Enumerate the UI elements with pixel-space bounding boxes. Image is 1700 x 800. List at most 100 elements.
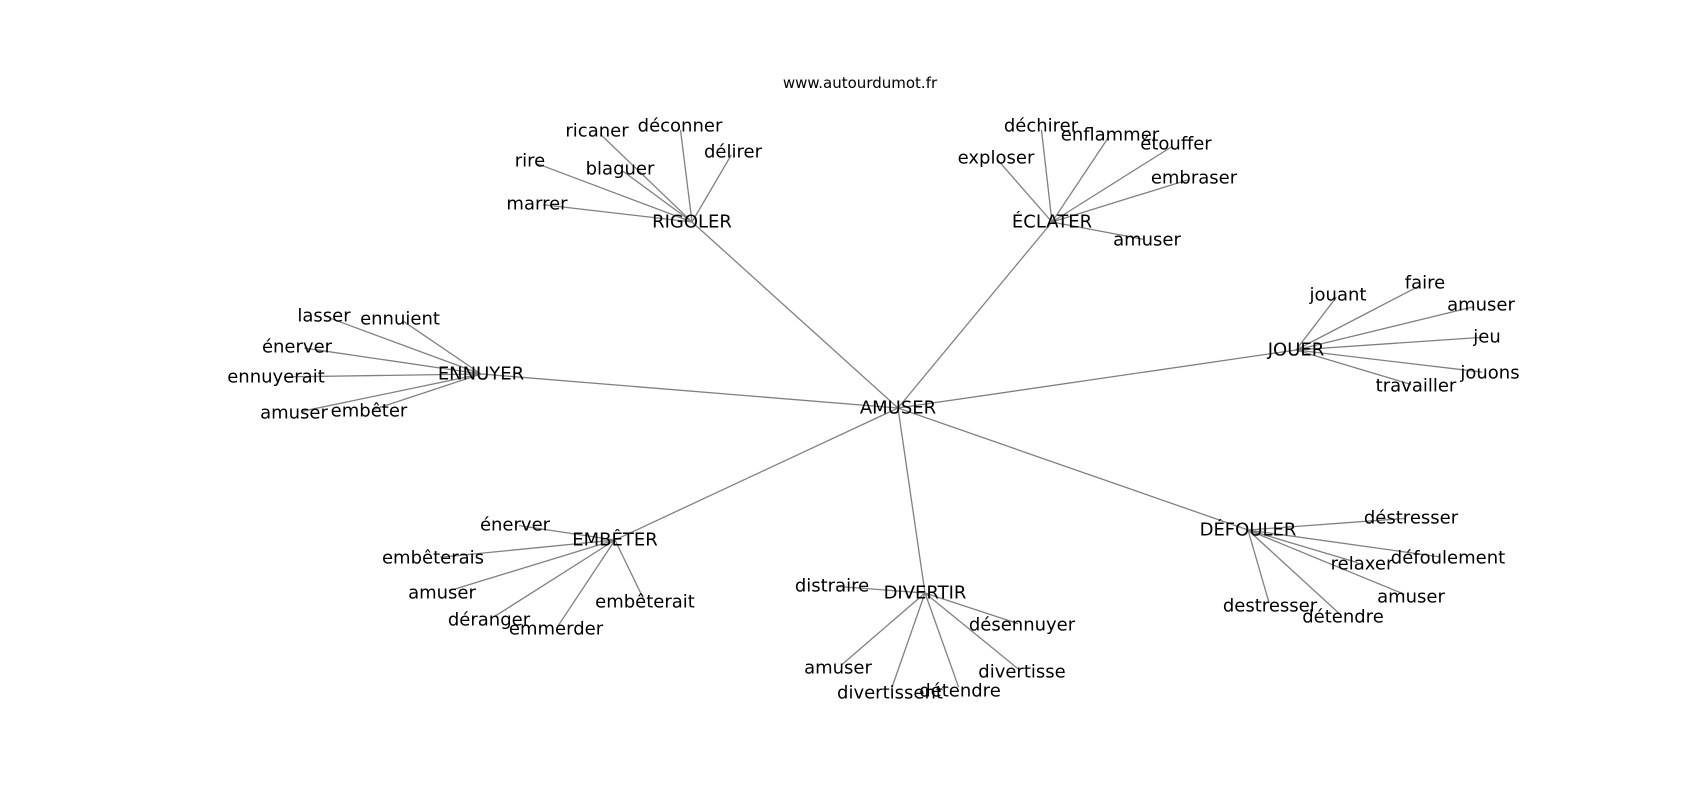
edge-hub-to-leaf [924,592,960,688]
leaf-node-label: amuser [804,658,872,679]
leaf-node-label: jeu [1472,327,1500,348]
edge-hub-to-leaf [924,592,1019,625]
edge-hub-to-leaf [835,585,926,594]
leaf-node-label: ennuient [360,309,440,330]
edge-hub-to-leaf [1051,221,1144,240]
edge-hub-to-leaf [373,373,482,411]
leaf-node-label: étouffer [1140,134,1212,155]
leaf-node-label: énerver [262,337,333,358]
edge-hub-to-leaf [600,134,693,223]
edge-hub-to-leaf [691,154,732,223]
edge-hub-to-leaf [1295,349,1412,386]
hub-node-label: JOUER [1267,340,1325,361]
edge-hub-to-leaf [1247,529,1340,614]
leaf-node-label: embêter [331,401,408,422]
edge-hub-to-leaf [1247,529,1270,604]
leaf-node-label: déchirer [1004,116,1079,137]
edge-hub-to-leaf [841,592,926,666]
hub-node-label: RIGOLER [652,212,732,233]
edge-hub-to-leaf [1247,517,1405,531]
center-node-label: AMUSER [860,398,936,419]
edge-hub-to-leaf [679,129,693,223]
leaf-node-label: déstresser [1364,508,1459,529]
edge-hub-to-leaf [402,320,482,375]
leaf-node-label: divertisse [978,662,1065,683]
leaf-node-label: jouons [1459,363,1519,384]
edge-hub-to-leaf [440,539,616,558]
leaf-node-label: défoulement [1391,548,1505,569]
leaf-node-label: relaxer [1331,554,1394,575]
leaf-node-label: divertissent [837,683,943,704]
edge-hub-to-leaf [997,160,1053,223]
leaf-node-label: travailler [1376,376,1457,397]
edge-center-to-hub [897,407,1249,531]
site-url-label: www.autourdumot.fr [783,74,938,92]
graph-edges [284,129,1483,690]
leaf-node-label: emmerder [509,619,604,640]
leaf-node-label: délirer [704,142,763,163]
leaf-node-label: désennuyer [969,615,1076,636]
edge-hub-to-leaf [1295,349,1483,373]
leaf-node-label: distraire [795,576,869,597]
edge-hub-to-leaf [1247,529,1405,595]
edge-hub-to-leaf [1295,306,1474,351]
leaf-node-label: rire [515,151,545,172]
hub-node-label: ENNUYER [438,364,524,385]
edge-hub-to-leaf [518,524,616,541]
leaf-node-label: exploser [958,148,1035,169]
leaf-node-label: marrer [506,194,568,215]
edge-hub-to-leaf [622,170,693,223]
edge-center-to-hub [897,221,1053,409]
leaf-node-label: amuser [260,403,328,424]
leaf-node-label: amuser [1377,587,1445,608]
edge-hub-to-leaf [1040,129,1053,223]
edge-hub-to-leaf [1295,336,1480,351]
leaf-node-label: faire [1405,273,1445,294]
edge-hub-to-leaf [1051,138,1109,223]
edge-hub-to-leaf [284,373,482,378]
edge-center-to-hub [480,373,899,409]
edge-hub-to-leaf [1247,529,1358,564]
edge-center-to-hub [897,349,1297,409]
edge-hub-to-leaf [536,162,693,223]
leaf-node-label: embêterait [595,592,695,613]
leaf-node-label: embêterais [382,548,484,569]
edge-center-to-hub [897,407,926,594]
edge-hub-to-leaf [614,539,645,600]
leaf-node-label: énerver [480,515,551,536]
edge-hub-to-leaf [1051,146,1172,223]
edge-hub-to-leaf [557,539,616,626]
leaf-node-label: déranger [448,610,531,631]
hub-node-label: EMBÊTER [572,529,658,551]
hub-node-label: ÉCLATER [1012,211,1092,233]
hub-node-label: DIVERTIR [884,583,967,604]
leaf-node-label: blaguer [586,159,655,180]
leaf-node-label: embraser [1151,168,1238,189]
leaf-node-label: amuser [1113,230,1181,251]
leaf-node-label: détendre [919,681,1001,702]
edge-hub-to-leaf [924,592,1019,670]
hub-node-label: DÉFOULER [1200,519,1297,541]
edge-hub-to-leaf [890,592,926,690]
edge-hub-to-leaf [448,539,616,592]
edge-hub-to-leaf [493,539,616,618]
edge-hub-to-leaf [1295,296,1337,351]
edge-hub-to-leaf [330,317,482,375]
leaf-node-label: lasser [297,306,351,327]
edge-hub-to-leaf [301,373,482,413]
leaf-node-label: destresser [1223,596,1318,617]
edge-hub-to-leaf [543,204,693,223]
leaf-node-label: amuser [408,583,476,604]
edge-center-to-hub [614,407,899,541]
edge-hub-to-leaf [1295,285,1421,351]
edge-hub-to-leaf [304,347,482,375]
edge-center-to-hub [691,221,899,409]
leaf-node-label: enflammer [1061,125,1160,146]
leaf-node-label: détendre [1302,607,1384,628]
leaf-node-label: jouant [1309,285,1367,306]
leaf-node-label: ennuyerait [227,367,325,388]
edge-hub-to-leaf [1247,529,1441,558]
edge-hub-to-leaf [1051,179,1189,223]
